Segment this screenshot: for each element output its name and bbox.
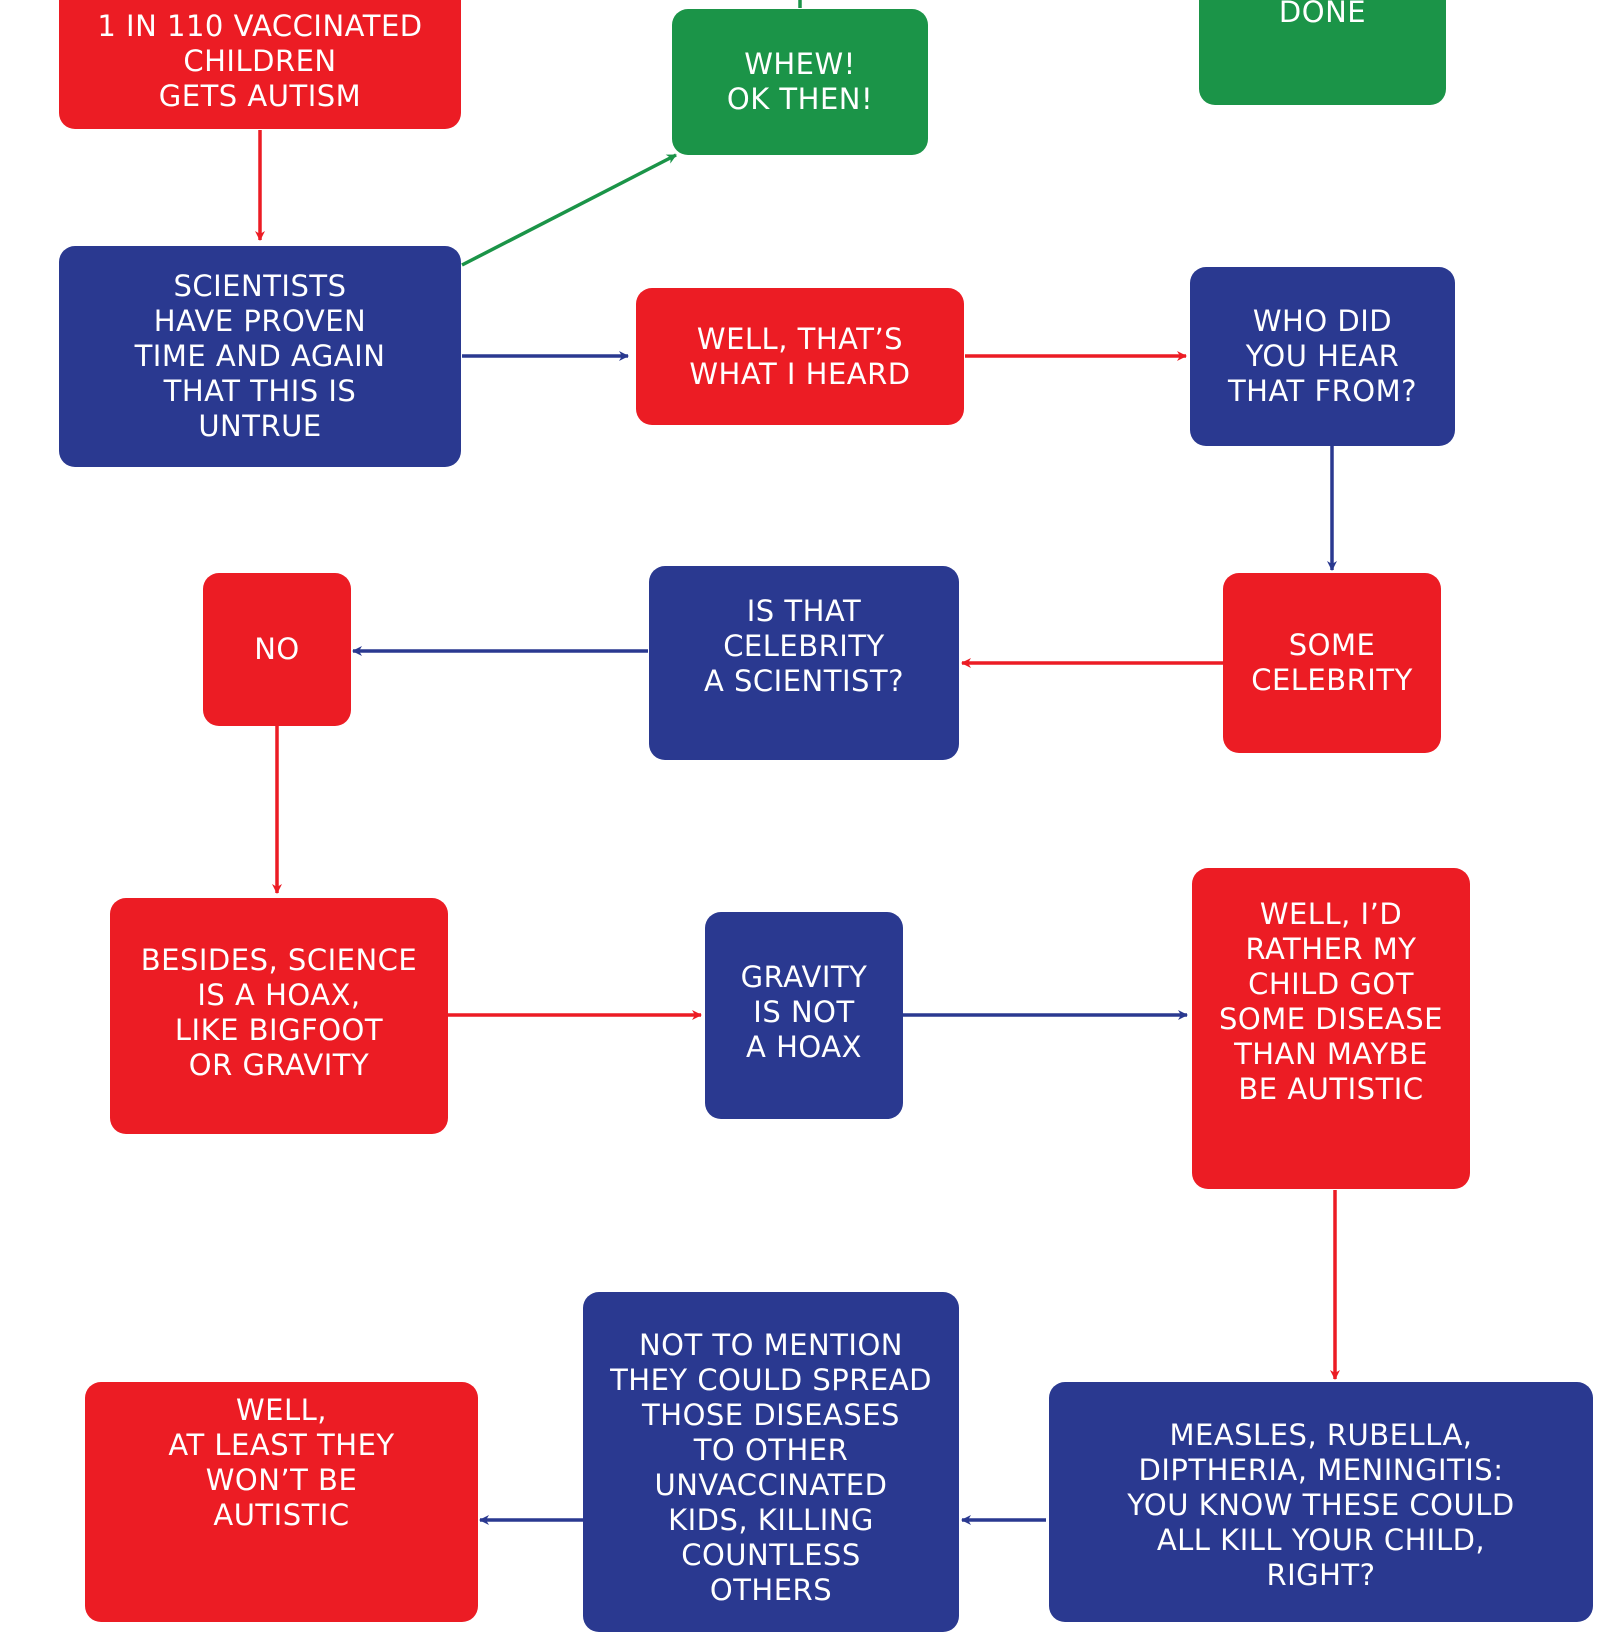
arrow-scientists-to-whew: [461, 153, 677, 267]
node-who-did-you-hear: WHO DID YOU HEAR THAT FROM?: [1190, 267, 1455, 446]
node-is-celebrity-scientist: IS THAT CELEBRITY A SCIENTIST?: [649, 566, 959, 760]
node-science-is-hoax: BESIDES, SCIENCE IS A HOAX, LIKE BIGFOOT…: [110, 898, 448, 1134]
node-gravity-not-hoax: GRAVITY IS NOT A HOAX: [705, 912, 903, 1119]
node-vaccinated-autism: 1 IN 110 VACCINATED CHILDREN GETS AUTISM: [59, 0, 461, 129]
node-no: NO: [203, 573, 351, 726]
node-some-celebrity: SOME CELEBRITY: [1223, 573, 1441, 753]
node-at-least-not-autistic: WELL, AT LEAST THEY WON’T BE AUTISTIC: [85, 1382, 478, 1622]
node-thats-what-i-heard: WELL, THAT’S WHAT I HEARD: [636, 288, 964, 425]
node-diseases-could-kill: MEASLES, RUBELLA, DIPTHERIA, MENINGITIS:…: [1049, 1382, 1593, 1622]
node-done: DONE: [1199, 0, 1446, 105]
node-whew-ok-then: WHEW! OK THEN!: [672, 9, 928, 155]
node-rather-disease: WELL, I’D RATHER MY CHILD GOT SOME DISEA…: [1192, 868, 1470, 1189]
node-spread-diseases: NOT TO MENTION THEY COULD SPREAD THOSE D…: [583, 1292, 959, 1632]
node-scientists-proven: SCIENTISTS HAVE PROVEN TIME AND AGAIN TH…: [59, 246, 461, 467]
